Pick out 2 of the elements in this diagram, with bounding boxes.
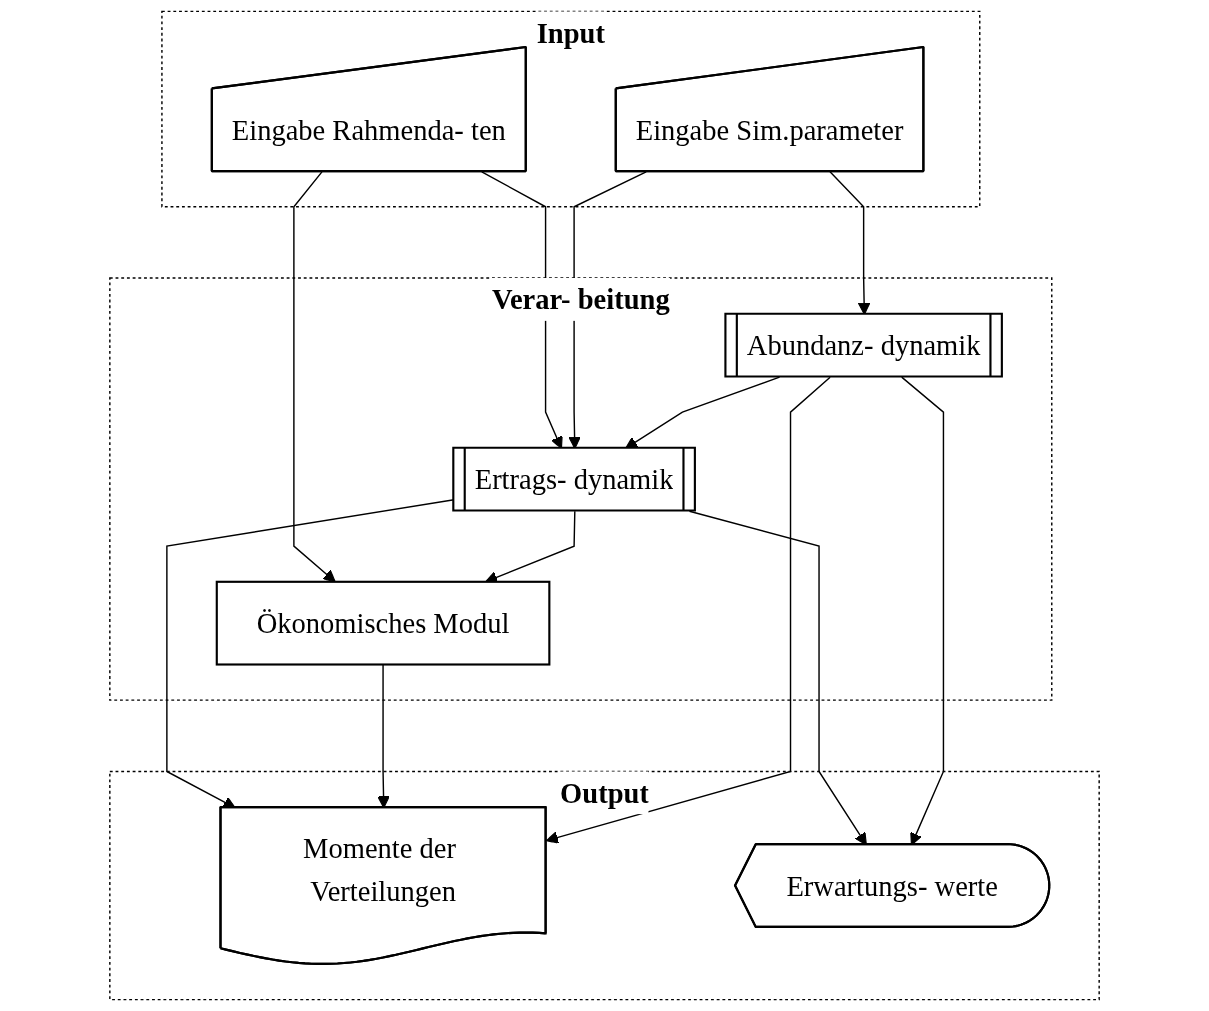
arrow <box>545 376 831 844</box>
node-box: Ökonomisches Modul <box>215 580 551 666</box>
